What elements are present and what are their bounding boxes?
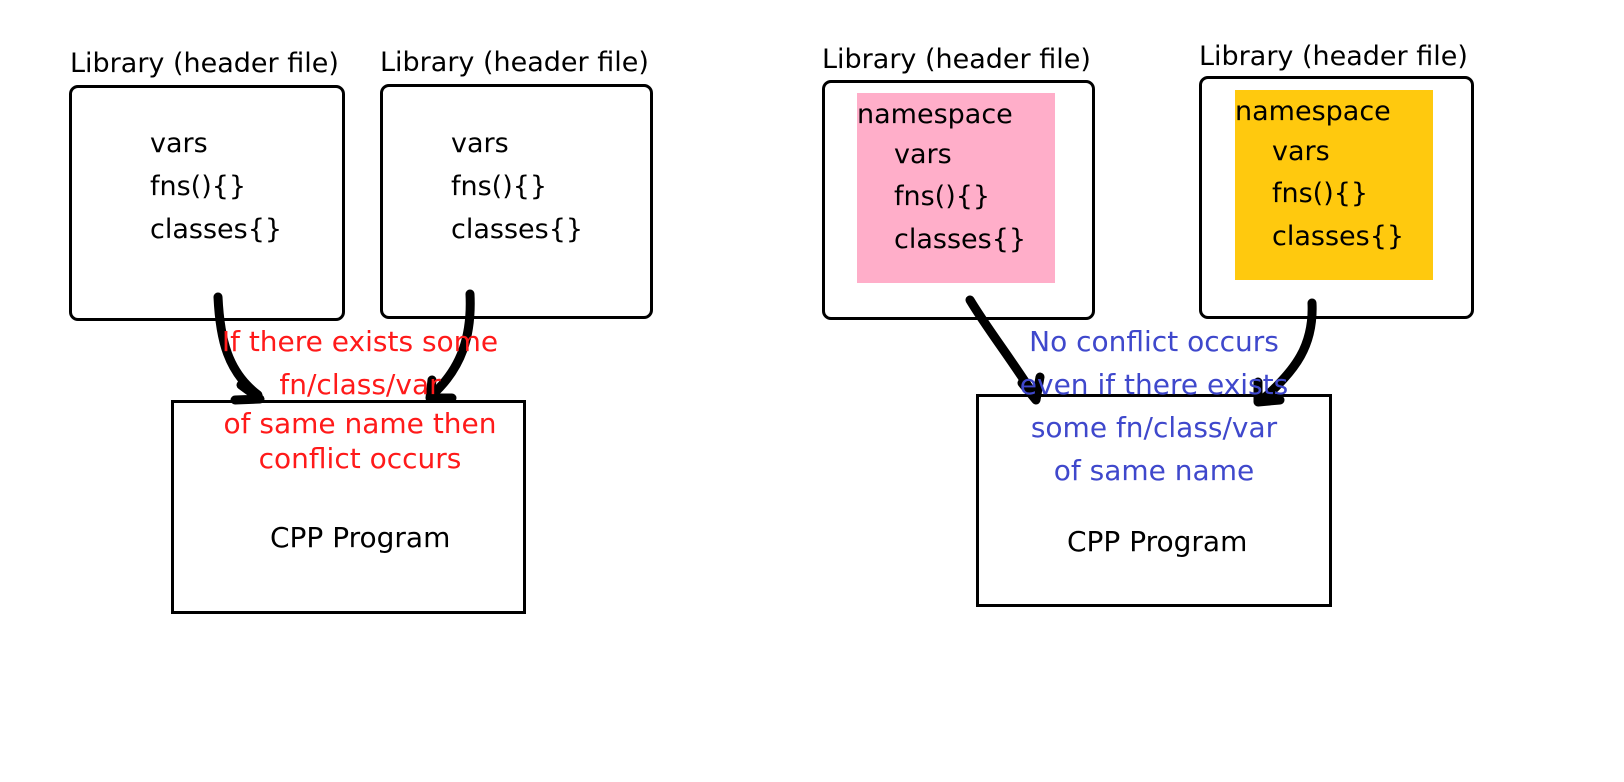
cpp-program-label: CPP Program (270, 521, 451, 554)
no-conflict-note-line-2: even if there exists (1019, 368, 1289, 401)
no-conflict-note-line-3: some fn/class/var (1030, 411, 1278, 444)
left-library-1-title: Library (header file) (70, 48, 339, 79)
lib-line-vars: vars (150, 128, 208, 159)
no-conflict-note: No conflict occurs even if there exists … (1004, 320, 1304, 492)
lib-line-classes: classes{} (451, 214, 584, 245)
lib-line-fns: fns(){} (1272, 178, 1369, 209)
right-cpp-program-box: CPP Program (976, 394, 1332, 607)
lib-line-vars: vars (451, 128, 509, 159)
lib-line-classes: classes{} (1272, 221, 1405, 252)
lib-line-classes: classes{} (150, 214, 283, 245)
namespace-keyword: namespace (857, 99, 1013, 130)
left-library-2-box: vars fns(){} classes{} (380, 84, 653, 319)
lib-line-fns: fns(){} (894, 181, 991, 212)
conflict-note-line-4: conflict occurs (258, 442, 462, 475)
lib-line-classes: classes{} (894, 224, 1027, 255)
conflict-note-line-3: of same name then (223, 407, 497, 440)
right-library-1-box (822, 80, 1095, 320)
cpp-program-label: CPP Program (1067, 525, 1248, 558)
left-library-2-title: Library (header file) (380, 47, 649, 78)
conflict-note-line-1: If there exists some (221, 325, 499, 358)
right-library-1-title: Library (header file) (822, 44, 1091, 75)
left-library-1-box: vars fns(){} classes{} (69, 85, 345, 321)
no-conflict-note-line-1: No conflict occurs (1029, 325, 1279, 358)
left-cpp-program-box: CPP Program (171, 400, 526, 614)
lib-line-fns: fns(){} (150, 171, 247, 202)
right-library-2-box (1199, 76, 1474, 319)
lib-line-fns: fns(){} (451, 171, 548, 202)
conflict-note: If there exists some fn/class/var of sam… (210, 320, 510, 476)
namespace-block-yellow: namespace vars fns(){} classes{} (1235, 90, 1433, 280)
lib-line-vars: vars (894, 139, 952, 170)
right-library-2-title: Library (header file) (1199, 41, 1468, 72)
conflict-note-line-2: fn/class/var (279, 368, 441, 401)
namespace-keyword: namespace (1235, 96, 1391, 127)
namespace-block-pink: namespace vars fns(){} classes{} (857, 93, 1055, 283)
no-conflict-note-line-4: of same name (1053, 454, 1255, 487)
lib-line-vars: vars (1272, 136, 1330, 167)
